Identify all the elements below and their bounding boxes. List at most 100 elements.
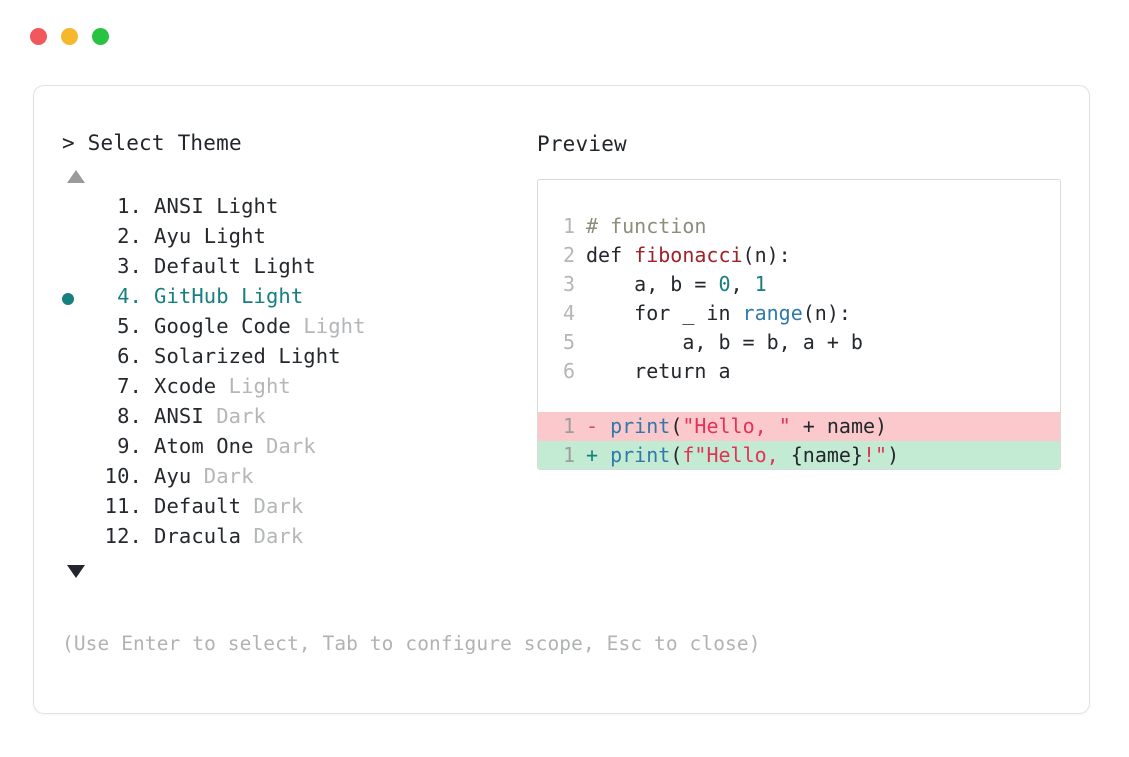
line-number: 1 (562, 414, 575, 438)
theme-item-name: Solarized (154, 344, 266, 369)
code-token: fibonacci (634, 243, 743, 267)
code-token: # function (586, 214, 707, 238)
theme-list-item[interactable]: 9. Atom One Dark (62, 434, 532, 464)
theme-item-name: Ayu (154, 464, 192, 489)
code-token: print (610, 414, 671, 438)
selection-bullet-cell (62, 194, 90, 224)
code-spacer (538, 386, 1060, 412)
code-line: 4 for _ in range(n): (538, 299, 1060, 328)
theme-item-variant: Light (241, 254, 316, 279)
code-token (598, 441, 610, 469)
selection-bullet-cell (62, 314, 90, 344)
theme-selector-dialog: > Select Theme 1. ANSI Light 2. Ayu Light … (33, 85, 1090, 714)
triangle-up-icon[interactable] (67, 170, 85, 184)
theme-item-variant: Light (290, 314, 366, 339)
selection-bullet-cell (62, 494, 90, 524)
preview-label: Preview (537, 132, 627, 156)
selection-bullet-cell (62, 284, 90, 314)
theme-item-index: 11. (104, 494, 142, 519)
theme-item-name: ANSI (154, 194, 204, 219)
theme-list-item[interactable]: 10.Ayu Dark (62, 464, 532, 494)
code-token: "Hello, " (682, 414, 791, 438)
theme-list[interactable]: 1. ANSI Light 2. Ayu Light 3.Default Light… (62, 194, 532, 554)
theme-item-name: Xcode (154, 374, 217, 399)
theme-item-index: 7. (104, 374, 142, 399)
theme-item-name: Default (154, 494, 242, 519)
zoom-button[interactable] (92, 28, 109, 45)
theme-list-item[interactable]: 4. GitHub Light (62, 284, 532, 314)
theme-item-name: Ayu (154, 224, 192, 249)
code-token: range (742, 301, 803, 325)
theme-item-variant: Dark (191, 464, 254, 489)
window-titlebar (30, 28, 109, 45)
theme-item-index: 4. (104, 284, 142, 309)
selection-bullet-cell (62, 254, 90, 284)
selection-bullet-cell (62, 344, 90, 374)
code-line: 1# function (538, 212, 1060, 241)
theme-list-item[interactable]: 8.ANSI Dark (62, 404, 532, 434)
theme-item-name: GitHub (154, 284, 229, 309)
theme-item-index: 1. (104, 194, 142, 219)
theme-item-variant: Dark (241, 494, 304, 519)
minimize-button[interactable] (61, 28, 78, 45)
theme-list-item[interactable]: 3.Default Light (62, 254, 532, 284)
theme-item-variant: Light (216, 374, 291, 399)
theme-list-item[interactable]: 11. Default Dark (62, 494, 532, 524)
code-token: ( (670, 414, 683, 438)
keyboard-hint: (Use Enter to select, Tab to configure s… (62, 632, 761, 655)
code-token: f"Hello, (682, 443, 791, 467)
theme-item-name: ANSI (154, 404, 204, 429)
code-token: 0 (718, 272, 731, 296)
theme-item-index: 2. (104, 224, 142, 249)
selection-bullet-cell (62, 224, 90, 254)
code-token: {name} (790, 443, 863, 467)
code-line: 5 a, b = b, a + b (538, 328, 1060, 357)
selection-bullet-cell (62, 434, 90, 464)
diff-line-add: 1+ print(f"Hello, {name}!") (538, 441, 1060, 469)
theme-list-item[interactable]: 12.Dracula Dark (62, 524, 532, 554)
line-number: 5 (562, 330, 575, 354)
theme-list-item[interactable]: 5. Google Code Light (62, 314, 532, 344)
code-token: , (730, 272, 755, 296)
code-token (598, 412, 610, 441)
theme-list-item[interactable]: 7. Xcode Light (62, 374, 532, 404)
code-token: a, b = (586, 272, 719, 296)
theme-item-name: Default (154, 254, 242, 279)
select-theme-prompt: > Select Theme (62, 131, 242, 155)
code-line: 6 return a (538, 357, 1060, 386)
theme-item-index: 5. (104, 314, 142, 339)
theme-list-item[interactable]: 6.Solarized Light (62, 344, 532, 374)
theme-item-variant: Dark (253, 434, 316, 459)
theme-item-name: Atom One (154, 434, 254, 459)
triangle-down-icon[interactable] (67, 565, 85, 579)
theme-item-name: Google Code (154, 314, 291, 339)
theme-item-variant: Dark (203, 404, 266, 429)
code-token: print (610, 443, 671, 467)
code-token: !" (862, 443, 888, 467)
code-token: + name) (790, 414, 888, 438)
theme-list-panel: > Select Theme 1. ANSI Light 2. Ayu Light … (62, 131, 532, 579)
code-token: 1 (754, 272, 767, 296)
theme-item-variant: Light (191, 224, 266, 249)
theme-item-index: 6. (104, 344, 142, 369)
theme-item-variant: Dark (241, 524, 304, 549)
code-token: def (586, 243, 635, 267)
code-line: 3 a, b = 0, 1 (538, 270, 1060, 299)
selection-bullet-cell (62, 404, 90, 434)
theme-item-name: Dracula (154, 524, 242, 549)
theme-item-variant: Light (228, 284, 304, 309)
code-token: for _ in (586, 301, 743, 325)
code-token: return a (586, 359, 731, 383)
theme-list-item[interactable]: 2. Ayu Light (62, 224, 532, 254)
theme-item-index: 9. (104, 434, 142, 459)
line-number: 6 (562, 359, 575, 383)
theme-list-item[interactable]: 1. ANSI Light (62, 194, 532, 224)
close-button[interactable] (30, 28, 47, 45)
code-token: ( (670, 443, 683, 467)
line-number: 3 (562, 272, 575, 296)
theme-item-variant: Light (203, 194, 279, 219)
line-number: 4 (562, 301, 575, 325)
diff-line-del: 1- print("Hello, " + name) (538, 412, 1060, 441)
